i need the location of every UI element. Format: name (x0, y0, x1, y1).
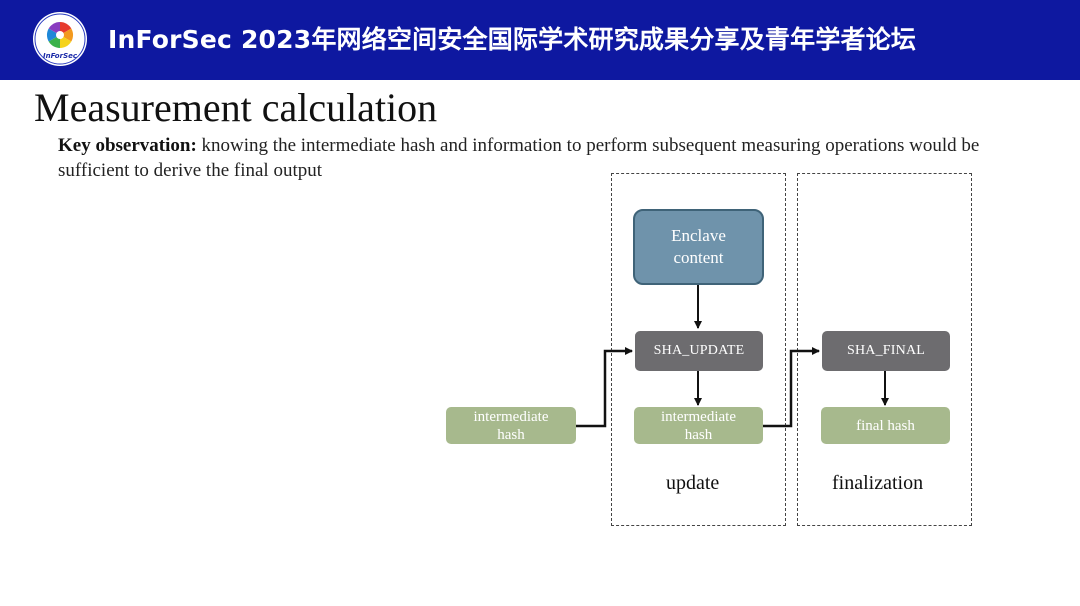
input-hash-line2: hash (497, 426, 525, 443)
final-hash-label: final hash (856, 417, 915, 434)
key-observation: Key observation: knowing the intermediat… (58, 133, 1043, 183)
observation-label: Key observation: (58, 135, 197, 156)
input-hash-line1: intermediate (473, 408, 549, 425)
sha-update-label: SHA_UPDATE (653, 343, 745, 358)
enclave-content-box: Enclave content (633, 209, 764, 285)
input-intermediate-hash-box: intermediate hash (446, 407, 576, 444)
final-hash-box: final hash (821, 407, 950, 444)
sha-final-box: SHA_FINAL (822, 331, 950, 371)
observation-text: knowing the intermediate hash and inform… (58, 135, 980, 181)
update-caption: update (666, 472, 720, 494)
enclave-line2: content (673, 248, 724, 267)
update-intermediate-hash-box: intermediate hash (634, 407, 763, 444)
update-hash-line1: intermediate (661, 408, 736, 425)
update-section (611, 173, 786, 526)
arrow-input-hash-to-sha-update (576, 347, 633, 428)
sha-final-label: SHA_FINAL (846, 343, 926, 358)
finalization-section (797, 173, 972, 526)
inforsec-logo: InForSec (33, 12, 87, 66)
page-title: Measurement calculation (34, 85, 438, 130)
enclave-line1: Enclave (671, 226, 726, 245)
finalization-caption: finalization (832, 472, 924, 494)
header-banner: InForSec InForSec 2023年网络空间安全国际学术研究成果分享及… (0, 0, 1080, 80)
arrow-hash-to-sha-final (763, 347, 820, 428)
sha-update-box: SHA_UPDATE (635, 331, 763, 371)
update-hash-line2: hash (684, 426, 713, 443)
logo-text: InForSec (43, 52, 78, 60)
banner-title: InForSec 2023年网络空间安全国际学术研究成果分享及青年学者论坛 (108, 25, 917, 54)
